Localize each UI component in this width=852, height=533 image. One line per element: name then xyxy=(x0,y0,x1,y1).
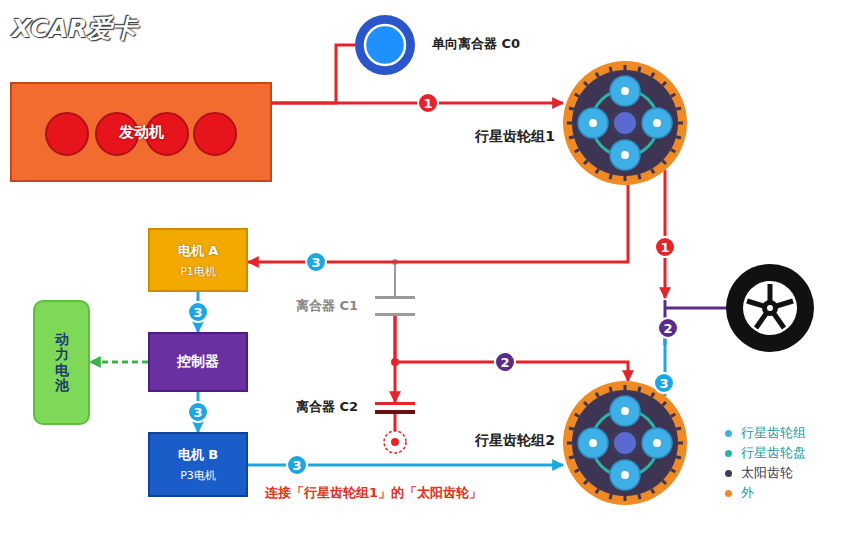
node-label: 行星齿轮组2 xyxy=(475,432,555,450)
motor-box: 电机 A P1电机 xyxy=(148,228,248,292)
clutch-symbol: 离合器 C2 xyxy=(375,402,415,414)
battery-box: 动力电池 xyxy=(33,300,90,425)
node-label: 动力电池 xyxy=(55,332,69,394)
node-label: 单向离合器 C0 xyxy=(432,35,520,53)
node-label: 离合器 C2 xyxy=(296,398,358,416)
callout-number: 1 xyxy=(654,236,676,258)
node-label: 发动机 xyxy=(119,123,164,142)
legend-swatch xyxy=(725,490,732,497)
legend-swatch xyxy=(725,430,732,437)
ground-dot xyxy=(391,438,399,446)
planetary-gear-set: 行星齿轮组1 xyxy=(563,61,687,185)
legend-item: 行星齿轮组 xyxy=(725,424,806,442)
note-text: 连接「行星齿轮组1」的「太阳齿轮」 xyxy=(265,484,482,502)
one-way-clutch-shape xyxy=(355,15,415,75)
legend-label: 行星齿轮组 xyxy=(741,424,806,442)
legend-label: 行星齿轮盘 xyxy=(741,444,806,462)
clutch-symbol-shape xyxy=(375,402,415,414)
callout-number: 3 xyxy=(187,401,209,423)
clutch-symbol-shape xyxy=(375,296,415,316)
clutch-symbol: 离合器 C1 xyxy=(375,296,415,316)
callout-number: 3 xyxy=(653,372,675,394)
node-label: 行星齿轮组1 xyxy=(475,128,555,146)
wheel xyxy=(726,264,814,352)
planetary-gear-set-shape xyxy=(563,61,687,185)
connector xyxy=(272,45,355,103)
connector xyxy=(395,316,628,381)
planetary-gear-set-shape xyxy=(563,381,687,505)
node-label: 电机 B xyxy=(178,446,218,464)
connector xyxy=(90,361,148,364)
callout-number: 1 xyxy=(417,92,439,114)
callout-number: 3 xyxy=(305,251,327,273)
legend-swatch xyxy=(725,470,732,477)
node-label: 控制器 xyxy=(177,353,219,371)
node-label: 离合器 C1 xyxy=(296,297,358,315)
node-label: 电机 A xyxy=(178,242,219,260)
ground-link xyxy=(394,414,397,431)
legend-label: 太阳齿轮 xyxy=(741,464,793,482)
node-sublabel: P1电机 xyxy=(180,264,216,279)
legend-swatch xyxy=(725,450,732,457)
ground-symbol xyxy=(384,431,406,453)
callout-number: 3 xyxy=(286,454,308,476)
callout-number: 2 xyxy=(494,351,516,373)
connector xyxy=(248,185,628,262)
callout-number: 3 xyxy=(187,301,209,323)
callout-number: 2 xyxy=(657,317,679,339)
legend-item: 外 xyxy=(725,484,754,502)
motor-box: 电机 B P3电机 xyxy=(148,432,248,497)
legend-item: 行星齿轮盘 xyxy=(725,444,806,462)
controller-box: 控制器 xyxy=(148,332,248,392)
watermark: XCAR爱卡 xyxy=(12,12,137,45)
clutch-link xyxy=(394,264,396,296)
legend-item: 太阳齿轮 xyxy=(725,464,793,482)
node-sublabel: P3电机 xyxy=(180,468,216,483)
one-way-clutch: 单向离合器 C0 xyxy=(355,15,415,75)
planetary-gear-set: 行星齿轮组2 xyxy=(563,381,687,505)
connector xyxy=(394,316,397,402)
engine-box: 发动机 xyxy=(10,82,272,182)
output-shaft xyxy=(665,307,727,310)
output-shaft xyxy=(664,170,667,298)
legend-label: 外 xyxy=(741,484,754,502)
